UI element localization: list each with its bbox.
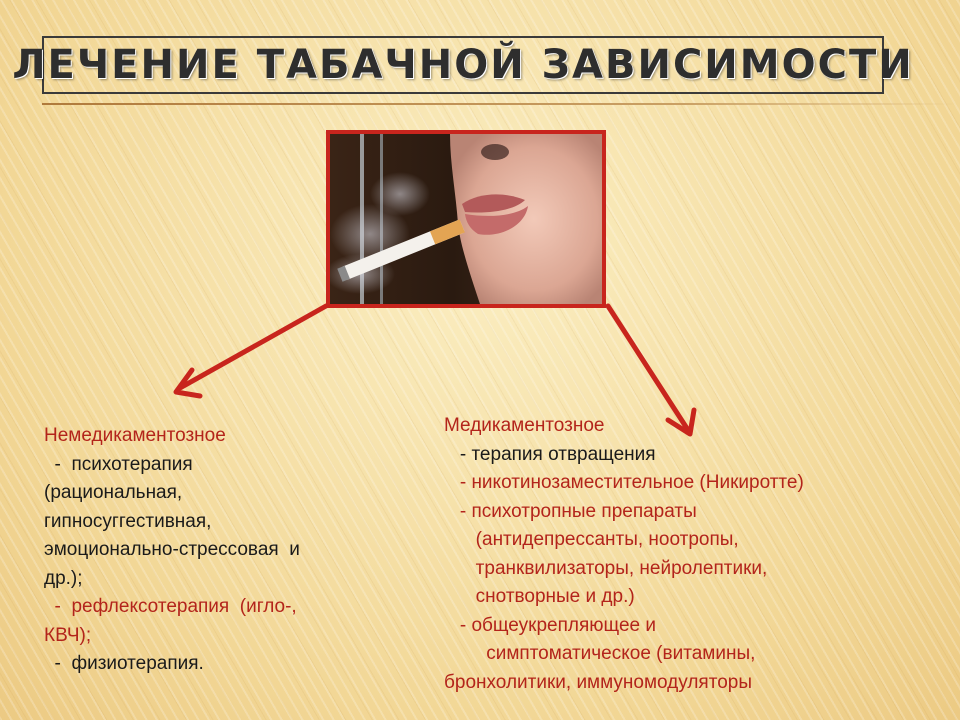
list-item: (рациональная, (44, 482, 183, 503)
list-item: транквилизаторы, нейролептики, (444, 557, 768, 579)
page-title: ЛЕЧЕНИЕ ТАБАЧНОЙ ЗАВИСИМОСТИ (12, 42, 914, 88)
left-arrow-line (177, 303, 329, 391)
smoking-photo (326, 130, 606, 308)
title-underline (42, 103, 958, 105)
list-item: бронхолитики, иммуномодуляторы (444, 671, 752, 693)
list-item: - физиотерапия. (44, 653, 204, 674)
list-item: - психотропные препараты (444, 500, 697, 522)
list-item: эмоционально-стрессовая и (44, 539, 300, 560)
drug-treatment-block: Медикаментозное - терапия отвращения - н… (444, 412, 944, 697)
list-item: КВЧ); (44, 624, 92, 646)
list-item: снотворные и др.) (444, 586, 635, 607)
list-item: (антидепрессанты, ноотропы, (444, 529, 739, 550)
list-item: др.); (44, 567, 83, 589)
list-item: - терапия отвращения (444, 443, 656, 465)
list-item: - рефлексотерапия (игло-, (44, 596, 297, 617)
non-drug-heading: Немедикаментозное (44, 425, 226, 446)
drug-heading: Медикаментозное (444, 415, 605, 436)
title-box: ЛЕЧЕНИЕ ТАБАЧНОЙ ЗАВИСИМОСТИ (12, 36, 912, 94)
list-item: симптоматическое (витамины, (444, 643, 756, 664)
list-item: гипносуггестивная, (44, 510, 212, 532)
smoking-person-photo-icon (330, 134, 602, 304)
left-arrow-head (173, 367, 203, 399)
list-item: - психотерапия (44, 453, 193, 475)
list-item: - общеукрепляющее и (444, 614, 656, 636)
list-item: - никотинозаместительное (Никиротте) (444, 472, 804, 493)
non-drug-treatment-block: Немедикаментозное - психотерапия (рацион… (44, 422, 384, 679)
